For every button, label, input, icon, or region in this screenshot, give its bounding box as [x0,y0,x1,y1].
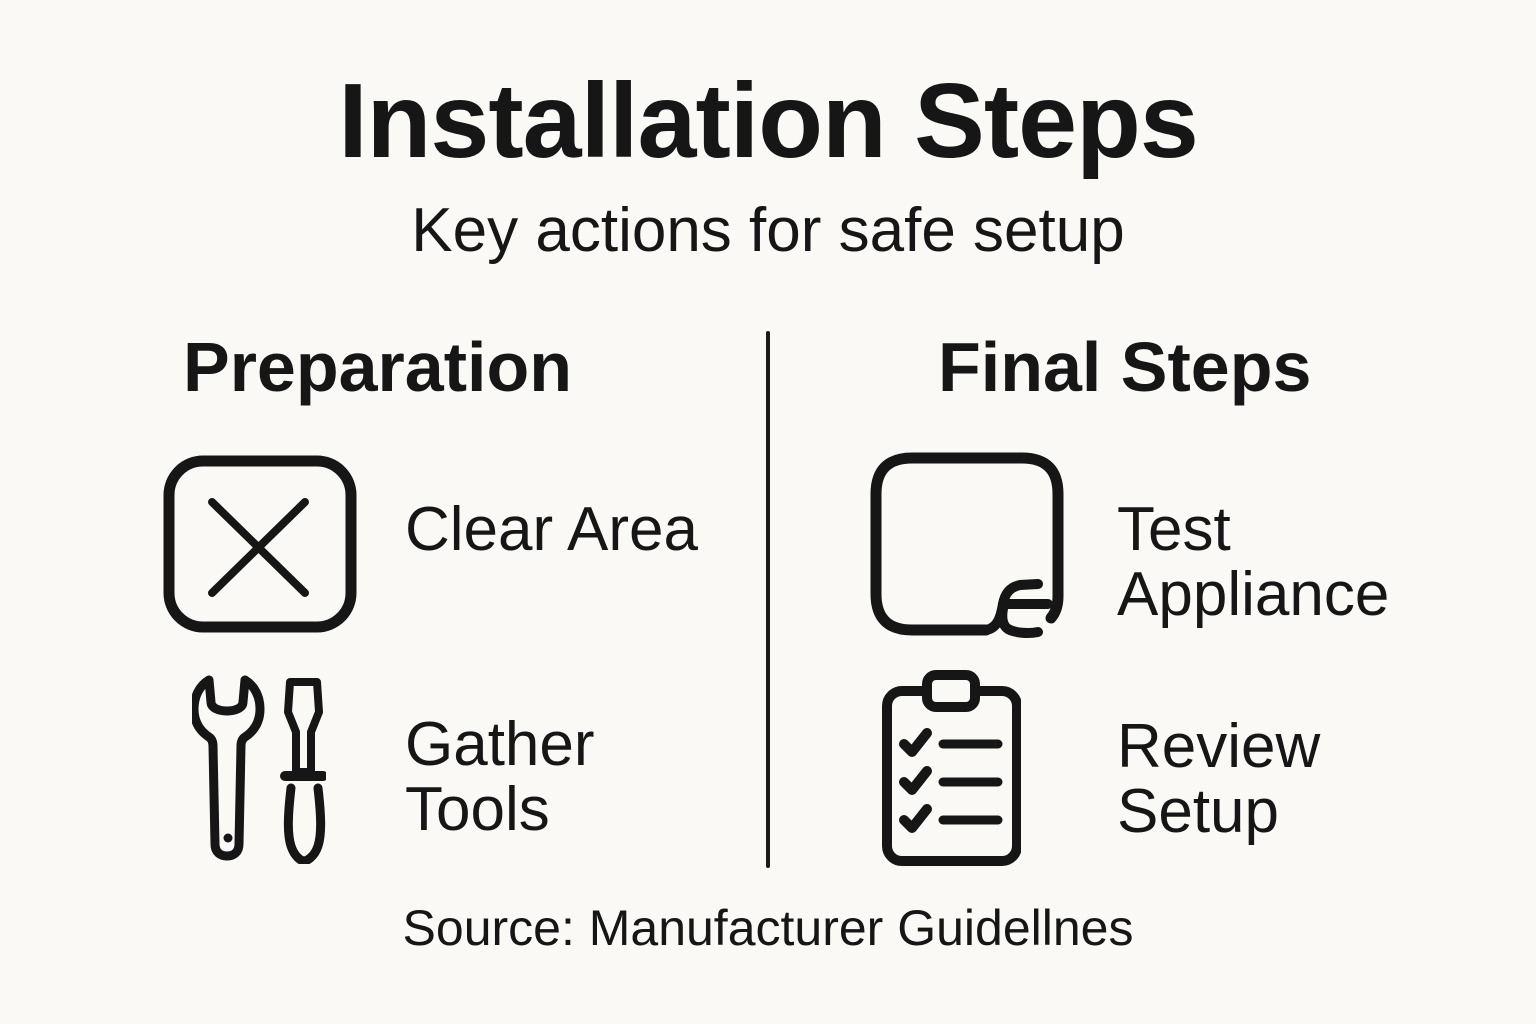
column-heading-final-steps: Final Steps [938,328,1312,406]
appliance-icon [868,452,1066,640]
step-label-test-appliance: Test Appliance [1117,495,1390,630]
page-subtitle: Key actions for safe setup [411,196,1125,265]
step-label-clear-area: Clear Area [405,495,698,564]
column-heading-preparation: Preparation [183,328,572,406]
source-text: Source: Manufacturer Guidellnes [402,900,1134,956]
clear-area-icon [163,455,357,633]
column-divider [766,331,770,868]
page-title: Installation Steps [338,62,1199,180]
step-label-review-setup: Review Setup [1117,712,1321,847]
checklist-icon [881,666,1021,866]
step-label-gather-tools: Gather Tools [405,710,595,845]
tools-icon [192,674,326,864]
